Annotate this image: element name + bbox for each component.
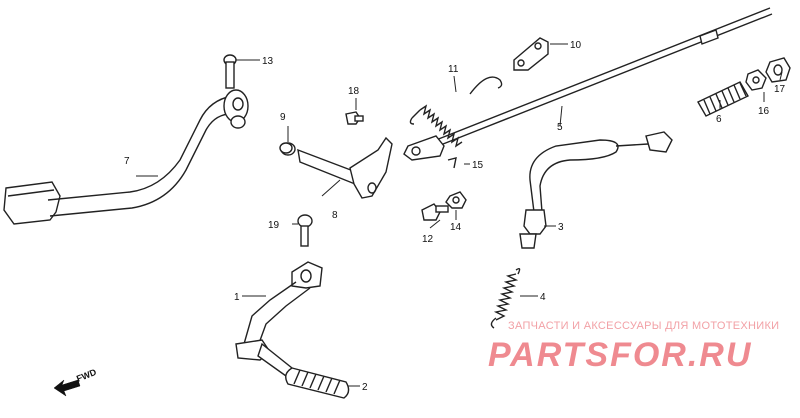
part-7-brake-pedal bbox=[3, 89, 249, 225]
part-12-bolt bbox=[421, 203, 449, 221]
callout-4: 4 bbox=[540, 292, 546, 303]
part-17-joint bbox=[765, 57, 791, 83]
callout-2: 2 bbox=[362, 382, 368, 393]
watermark-caption: ЗАПЧАСТИ И АКСЕССУАРЫ ДЛЯ МОТОТЕХНИКИ bbox=[508, 320, 779, 332]
part-10-bracket bbox=[513, 37, 549, 71]
part-13-pin bbox=[223, 54, 237, 89]
part-16-nut bbox=[745, 69, 767, 91]
part-14-nut bbox=[445, 191, 467, 209]
callout-19: 19 bbox=[268, 220, 280, 231]
part-11-spring bbox=[409, 76, 503, 148]
callout-18: 18 bbox=[348, 86, 360, 97]
callout-10: 10 bbox=[570, 40, 582, 51]
callout-numbers: 13 7 8 9 18 10 11 5 15 6 16 17 12 14 3 4… bbox=[124, 40, 786, 393]
callout-14: 14 bbox=[450, 222, 462, 233]
callout-16: 16 bbox=[758, 106, 770, 117]
callout-3: 3 bbox=[558, 222, 564, 233]
part-8-pedal-shaft bbox=[280, 136, 393, 199]
callout-8: 8 bbox=[332, 210, 338, 221]
part-19-bolt bbox=[297, 214, 313, 247]
part-15-clip bbox=[447, 157, 457, 169]
fwd-direction-marker: FWD bbox=[53, 367, 98, 397]
callout-17: 17 bbox=[774, 84, 786, 95]
fwd-arrow-icon bbox=[53, 379, 81, 397]
watermark-brand: PARTSFOR.RU bbox=[488, 336, 752, 374]
callout-15: 15 bbox=[472, 160, 484, 171]
callout-1: 1 bbox=[234, 292, 240, 303]
part-2-rubber bbox=[285, 367, 350, 399]
callout-6: 6 bbox=[716, 114, 722, 125]
part-3-switch-cable bbox=[519, 131, 673, 249]
part-9-washer bbox=[279, 142, 293, 154]
part-18-bolt bbox=[345, 111, 364, 125]
callout-12: 12 bbox=[422, 234, 434, 245]
part-5-brake-rod bbox=[403, 7, 773, 161]
part-1-shift-lever bbox=[235, 261, 323, 377]
callout-13: 13 bbox=[262, 56, 274, 67]
part-6-spring bbox=[697, 81, 749, 117]
callout-11: 11 bbox=[448, 64, 459, 75]
watermark: ЗАПЧАСТИ И АКСЕССУАРЫ ДЛЯ МОТОТЕХНИКИ PA… bbox=[488, 320, 779, 374]
fwd-label: FWD bbox=[75, 367, 98, 384]
callout-9: 9 bbox=[280, 112, 286, 123]
callout-5: 5 bbox=[557, 122, 563, 133]
leader-lines bbox=[136, 43, 783, 387]
part-4-spring bbox=[490, 267, 521, 329]
callout-7: 7 bbox=[124, 156, 130, 167]
